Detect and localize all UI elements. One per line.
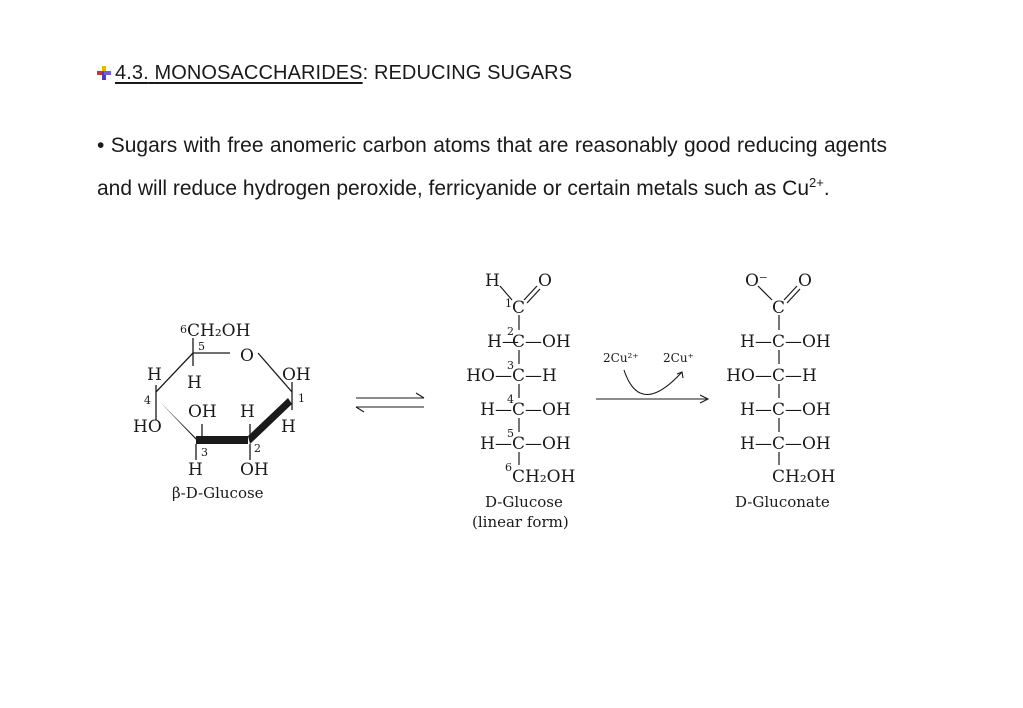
- gluconate-c1-atom: C: [772, 298, 785, 318]
- linear-c1-h: H: [485, 271, 500, 291]
- heading-number: 4.3.: [115, 62, 149, 84]
- gluconate-row-right: —H: [785, 366, 817, 386]
- reactant-copper-label: 2Cu²⁺: [603, 351, 639, 365]
- beta-glucose-caption: β-D-Glucose: [172, 484, 264, 502]
- gluconate-row-right: —OH: [785, 400, 831, 420]
- heading-subtopic: : REDUCING SUGARS: [362, 62, 573, 84]
- linear-glucose-caption: D-Glucose: [485, 493, 563, 511]
- ring-c2-oh: OH: [240, 460, 269, 480]
- ring-c4-oh: HO: [133, 417, 162, 437]
- gluconate-o: O: [798, 271, 812, 291]
- heading-topic: MONOSACCHARIDES: [154, 62, 363, 84]
- gluconate: O⁻ O C H— C —OH HO— C —H H— C —OH H— C —…: [726, 271, 835, 511]
- linear-row-carbon: C: [512, 400, 525, 420]
- gluconate-row-carbon: C: [772, 366, 785, 386]
- ring-c3-number: 3: [201, 446, 208, 459]
- gluconate-caption: D-Gluconate: [735, 493, 830, 511]
- gluconate-row-left: H—: [740, 434, 772, 454]
- linear-row-left: HO—: [466, 366, 512, 386]
- ring-c6-number: 6: [180, 323, 187, 336]
- ring-c3-h: H: [188, 460, 203, 480]
- ring-c6-group: CH₂OH: [187, 321, 250, 341]
- ring-c5-number: 5: [198, 340, 205, 353]
- body-paragraph: • Sugars with free anomeric carbon atoms…: [97, 124, 887, 210]
- ring-c1-number: 1: [298, 392, 305, 405]
- linear-row-left: H—: [480, 434, 512, 454]
- equilibrium-arrows: [355, 392, 425, 413]
- oxidation-arrow: 2Cu²⁺ 2Cu⁺: [596, 351, 710, 404]
- linear-row-carbon: C: [512, 434, 525, 454]
- ring-oxygen: O: [240, 346, 254, 366]
- linear-row-right: —H: [525, 366, 557, 386]
- linear-row-right: —OH: [525, 332, 571, 352]
- linear-c1-number: 1: [505, 297, 512, 310]
- ring-c3-oh: OH: [188, 402, 217, 422]
- linear-row-carbon: C: [512, 366, 525, 386]
- gluconate-row-carbon: C: [772, 434, 785, 454]
- linear-row-right: —OH: [525, 434, 571, 454]
- gluconate-c6-group: CH₂OH: [772, 467, 835, 487]
- linear-c1-atom: C: [512, 298, 525, 318]
- linear-row-number: 5: [507, 427, 514, 440]
- paragraph-superscript: 2+: [809, 175, 824, 190]
- gluconate-row-right: —OH: [785, 434, 831, 454]
- linear-c1-o: O: [538, 271, 552, 291]
- linear-glucose: H O 1 C 2 H— C —OH 3 HO— C —H 4 H— C —OH…: [466, 271, 575, 531]
- beta-glucose-ring: 6 CH₂OH 5 O H H OH 4 1 OH H HO H 3 2 H O…: [133, 321, 311, 502]
- bullet-cross-icon: [97, 66, 111, 80]
- ring-c5-h: H: [187, 373, 202, 393]
- gluconate-row-left: H—: [740, 400, 772, 420]
- ring-c2-h: H: [240, 402, 255, 422]
- linear-row-number: 4: [507, 393, 514, 406]
- product-copper-label: 2Cu⁺: [663, 351, 694, 365]
- linear-c6-number: 6: [505, 461, 512, 474]
- gluconate-row-left: H—: [740, 332, 772, 352]
- paragraph-bullet: •: [97, 134, 105, 157]
- gluconate-o-minus: O⁻: [745, 271, 768, 291]
- linear-row-right: —OH: [525, 400, 571, 420]
- linear-row-left: H—: [480, 400, 512, 420]
- ring-c2-number: 2: [254, 442, 261, 455]
- ring-c1-oh: OH: [282, 365, 311, 385]
- gluconate-row-left: HO—: [726, 366, 772, 386]
- linear-row-left: H—: [487, 332, 519, 352]
- linear-form-caption: (linear form): [472, 513, 569, 531]
- ring-c1-h: H: [281, 417, 296, 437]
- gluconate-row-carbon: C: [772, 332, 785, 352]
- gluconate-row-right: —OH: [785, 332, 831, 352]
- linear-row-number: 3: [507, 359, 514, 372]
- linear-row-number: 2: [507, 325, 514, 338]
- linear-c6-group: CH₂OH: [512, 467, 575, 487]
- gluconate-row-carbon: C: [772, 400, 785, 420]
- section-heading: 4.3. MONOSACCHARIDES: REDUCING SUGARS: [97, 62, 572, 85]
- ring-c4-h: H: [147, 365, 162, 385]
- paragraph-text: Sugars with free anomeric carbon atoms t…: [97, 134, 887, 200]
- linear-row-carbon: C: [512, 332, 525, 352]
- paragraph-end: .: [823, 177, 830, 200]
- ring-c4-number: 4: [144, 394, 151, 407]
